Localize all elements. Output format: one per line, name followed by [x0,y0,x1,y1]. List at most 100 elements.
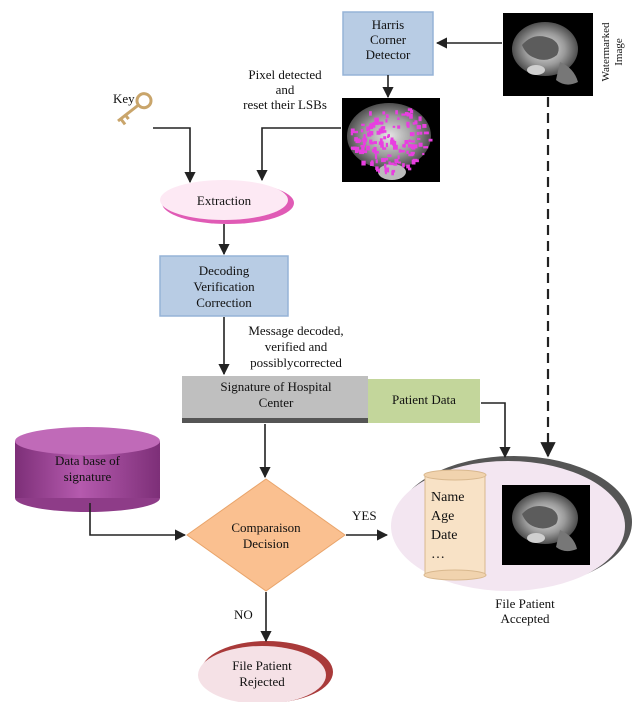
detected-pixel-mark [401,113,405,116]
key-label: Key [113,91,135,106]
detected-pixel-mark [375,159,378,164]
detected-pixel-mark [426,131,429,135]
detected-pixel-mark [369,123,373,128]
detected-pixel-mark [360,129,364,133]
detected-pixel-mark [416,125,421,130]
detected-pixel-mark [404,140,409,145]
detected-pixel-mark [351,146,356,150]
no-label: NO [234,607,253,622]
detected-pixel-mark [411,144,415,150]
detected-pixel-mark [418,142,423,147]
detected-pixel-mark [385,114,389,119]
detected-pixel-mark [387,134,390,138]
detected-pixel-mark [406,121,410,127]
detected-pixel-mark [422,124,427,128]
detected-pixel-mark [413,144,418,149]
detected-pixel-mark [358,150,364,153]
detected-pixel-mark [376,168,380,172]
detected-pixel-mark [397,155,400,160]
detected-pixel-mark [390,137,394,141]
decision-diamond [186,478,346,592]
detected-pixel-mark [378,170,380,173]
signature-database [15,427,160,512]
detected-pixel-mark [369,141,374,145]
detected-pixel-mark [395,110,398,115]
detected-pixel-mark [403,143,406,148]
detected-pixel-mark [366,145,370,151]
detected-pixel-mark [363,150,368,154]
key-icon [117,92,153,126]
detected-pixel-mark [368,131,374,136]
arrow-patient-data-to-accepted [481,402,511,459]
detected-pixel-mark [382,130,387,133]
detected-pixel-mark [423,146,429,149]
detected-pixel-mark [373,141,377,144]
detected-pixel-mark [369,139,373,144]
detected-pixel-mark [363,134,366,139]
detected-pixel-mark [391,171,394,176]
detected-pixel-mark [422,152,425,156]
detected-pixel-mark [397,117,400,120]
detected-pixel-mark [409,114,413,119]
detected-pixel-mark [376,151,379,154]
detected-pixel-mark [409,132,415,137]
arrow-pixel-image-to-extraction [256,127,341,182]
patient-data-label: Patient Data [392,392,456,407]
detected-pixel-mark [350,128,355,133]
detected-pixel-mark [380,126,385,130]
detected-pixel-mark [383,136,387,140]
detected-pixel-mark [402,144,405,148]
detected-pixel-mark [428,138,433,142]
detected-pixel-mark [362,142,366,145]
detected-pixel-mark [416,131,419,136]
detected-pixel-mark [381,158,386,163]
detected-pixel-mark [406,112,411,117]
detected-pixel-mark [394,158,399,163]
detected-pixel-mark [384,171,387,175]
detected-pixel-mark [402,163,405,168]
detected-pixel-mark [379,138,383,142]
detected-pixel-mark [406,150,409,154]
detected-pixel-mark [353,130,358,134]
decoding-box [159,255,289,317]
detected-pixel-mark [359,139,362,143]
detected-pixel-mark [367,132,370,137]
detected-pixel-mark [410,151,415,154]
detected-pixel-mark [385,119,388,123]
detected-pixel-mark [419,131,423,135]
detected-pixel-mark [375,166,379,170]
detected-pixel-mark [392,140,397,146]
detected-pixel-mark [407,108,413,111]
detected-pixel-mark [372,122,376,128]
detected-pixel-mark [385,142,388,148]
detected-pixel-mark [406,164,410,169]
detected-pixel-mark [373,149,377,154]
detected-pixel-mark [385,157,389,161]
detected-pixel-mark [408,139,412,143]
detected-pixel-mark [393,144,398,150]
detected-pixel-mark [373,147,377,150]
watermarked-mri-image [503,13,593,96]
detected-pixel-mark [366,126,369,132]
detected-pixel-mark [411,140,415,143]
detected-pixel-mark [374,117,379,122]
detected-pixel-mark [412,122,415,125]
harris-detector-box [342,11,434,76]
arrow-database-to-decision [89,503,187,541]
detected-pixel-mark [382,147,387,150]
detected-pixel-mark [361,146,364,152]
detected-pixel-mark [408,153,414,157]
detected-pixel-mark [361,160,366,166]
detected-pixel-mark [408,167,412,171]
patient-record-scroll [423,469,487,581]
detected-pixel-mark [370,161,374,166]
detected-pixel-mark [372,148,374,153]
